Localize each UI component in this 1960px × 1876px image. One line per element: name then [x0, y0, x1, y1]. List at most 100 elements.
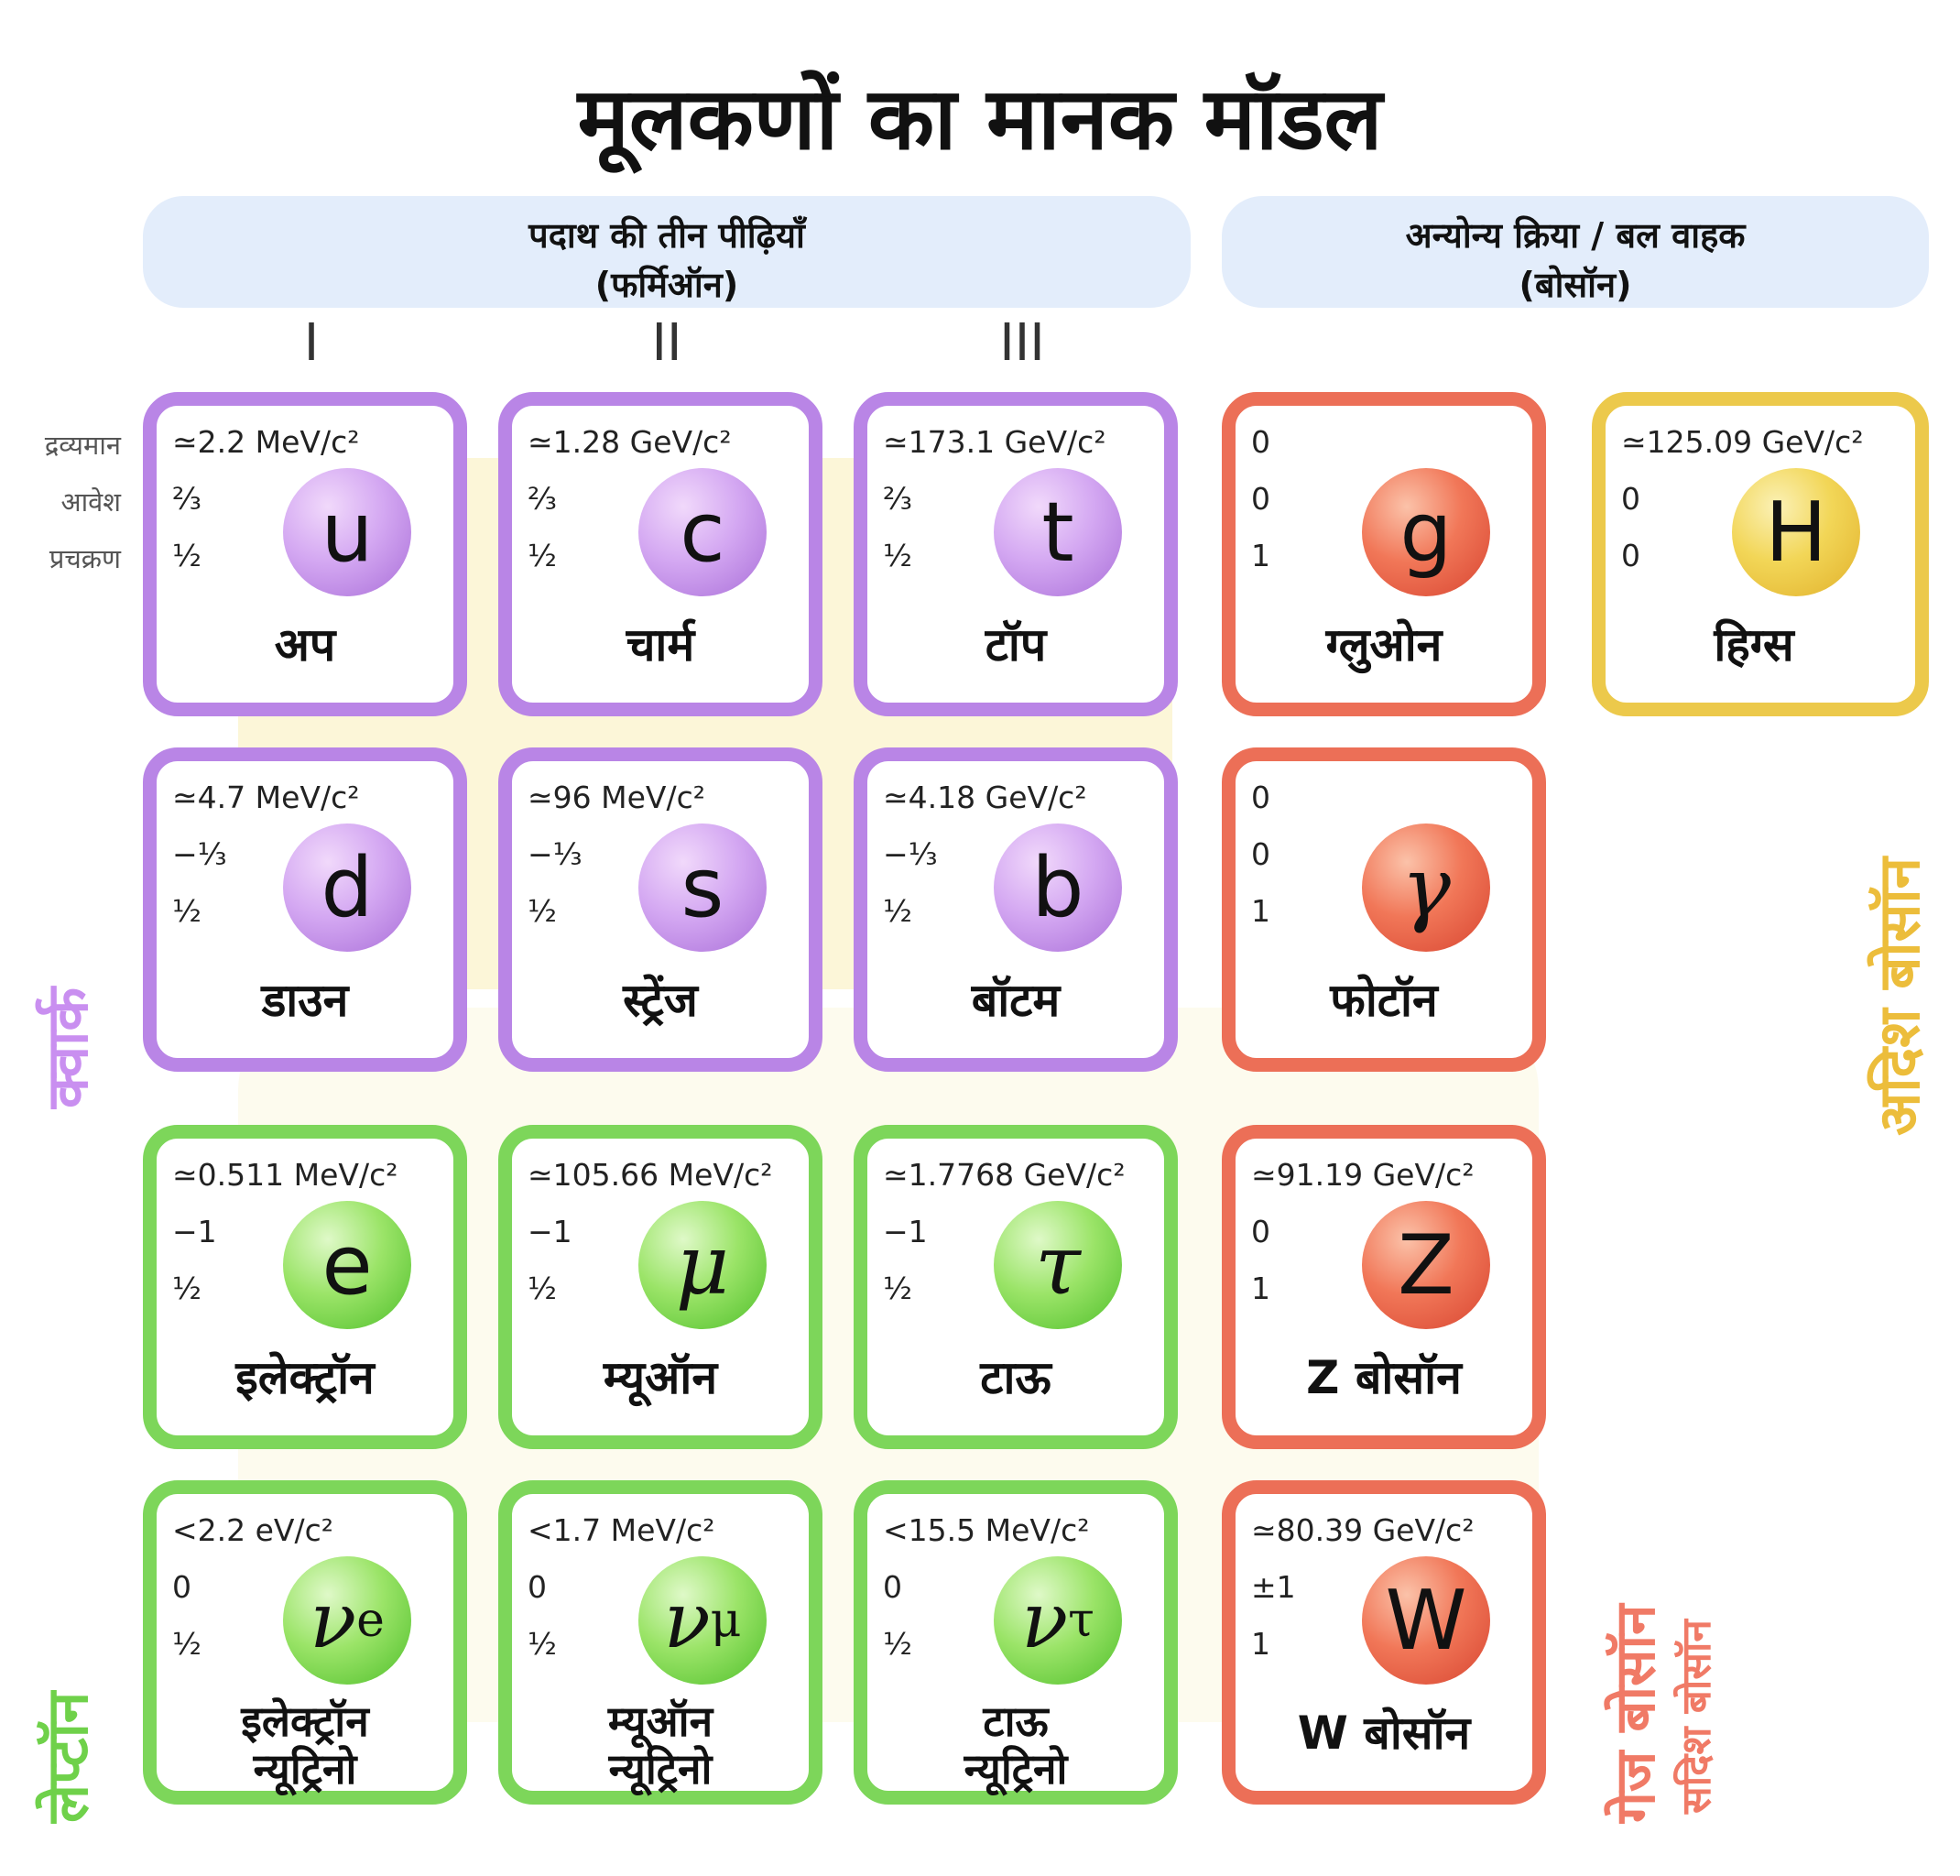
- particle-symbol: W: [1362, 1556, 1490, 1685]
- spin-value: ½: [172, 538, 201, 573]
- charge-value: −1: [528, 1214, 572, 1249]
- particle-symbol: Z: [1362, 1201, 1490, 1329]
- spin-row-label: प्रचक्रण: [49, 543, 121, 574]
- charge-value: ⅔: [883, 481, 912, 517]
- generation-1-label: I: [303, 313, 320, 373]
- charge-value: 0: [1621, 481, 1640, 517]
- spin-value: ½: [883, 893, 912, 929]
- spin-value: 1: [1251, 538, 1270, 573]
- mass-row-label: द्रव्यमान: [44, 430, 121, 461]
- spin-value: 0: [1621, 538, 1640, 573]
- page-title: मूलकणों का मानक मॉडल: [577, 70, 1383, 169]
- particle-name: म्यूऑन: [603, 1351, 718, 1404]
- particle-symbol: g: [1362, 468, 1490, 596]
- charge-value: 0: [883, 1569, 902, 1605]
- spin-value: ½: [172, 893, 201, 929]
- particle-name: Z बोसॉन: [1306, 1351, 1462, 1404]
- charge-value: 0: [1251, 836, 1270, 872]
- particle-name-line1: म्यूऑन: [607, 1696, 713, 1746]
- charge-value: ⅔: [528, 481, 557, 517]
- charge-value: ⅔: [172, 481, 201, 517]
- particle-name: टाऊ न्यूट्रिनो: [867, 1697, 1164, 1793]
- particle-card-z-boson[interactable]: ≃91.19 GeV/c² 0 1 Z Z बोसॉन: [1222, 1125, 1546, 1449]
- particle-card-strange[interactable]: ≃96 MeV/c² −⅓ ½ s स्ट्रेंज: [498, 747, 822, 1072]
- neutrino-subscript: τ: [1068, 1593, 1094, 1648]
- particle-symbol: c: [638, 468, 767, 596]
- particle-card-muon[interactable]: ≃105.66 MeV/c² −1 ½ μ म्यूऑन: [498, 1125, 822, 1449]
- fermions-header-line1: पदाथ की तीन पीढ़ियाँ: [528, 215, 805, 256]
- bosons-header-line1: अन्योन्य क्रिया / बल वाहक: [1405, 215, 1746, 256]
- mass-value: ≃173.1 GeV/c²: [883, 424, 1106, 460]
- particle-card-tau[interactable]: ≃1.7768 GeV/c² −1 ½ τ टाऊ: [854, 1125, 1178, 1449]
- particle-card-charm[interactable]: ≃1.28 GeV/c² ⅔ ½ c चार्म: [498, 392, 822, 716]
- spin-value: 1: [1251, 1271, 1270, 1306]
- spin-value: ½: [172, 1271, 201, 1306]
- mass-value: ≃1.7768 GeV/c²: [883, 1157, 1126, 1193]
- scalar-bosons-group-label: अदिश बोसॉन: [1866, 857, 1933, 1136]
- particle-card-w-boson[interactable]: ≃80.39 GeV/c² ±1 1 W W बोसॉन: [1222, 1480, 1546, 1805]
- charge-value: 0: [1251, 1214, 1270, 1249]
- particle-symbol: μ: [638, 1201, 767, 1329]
- spin-value: 1: [1251, 893, 1270, 929]
- mass-value: <2.2 eV/c²: [172, 1512, 333, 1548]
- bosons-header: अन्योन्य क्रिया / बल वाहक (बोसॉन): [1222, 196, 1929, 308]
- charge-value: 0: [172, 1569, 191, 1605]
- charge-value: 0: [1251, 481, 1270, 517]
- mass-value: 0: [1251, 780, 1270, 815]
- particle-name: फोटॉन: [1330, 974, 1438, 1027]
- particle-name-line1: टाऊ: [983, 1696, 1049, 1746]
- particle-card-bottom[interactable]: ≃4.18 GeV/c² −⅓ ½ b बॉटम: [854, 747, 1178, 1072]
- particle-card-gluon[interactable]: 0 0 1 g ग्लुओन: [1222, 392, 1546, 716]
- particle-card-up[interactable]: ≃2.2 MeV/c² ⅔ ½ u अप: [143, 392, 467, 716]
- particle-name: हिग्स: [1714, 618, 1794, 671]
- fermions-header-line2: (फर्मिऑन): [594, 265, 739, 305]
- spin-value: ½: [528, 893, 557, 929]
- spin-value: ½: [883, 1626, 912, 1662]
- mass-value: ≃4.7 MeV/c²: [172, 780, 360, 815]
- mass-value: 0: [1251, 424, 1270, 460]
- mass-value: ≃80.39 GeV/c²: [1251, 1512, 1475, 1548]
- charge-value: −⅓: [883, 836, 938, 872]
- particle-card-higgs[interactable]: ≃125.09 GeV/c² 0 0 H हिग्स: [1592, 392, 1929, 716]
- gauge-bosons-group-label: गेज बोसॉन: [1604, 1604, 1668, 1823]
- particle-symbol: H: [1732, 468, 1860, 596]
- particle-card-electron[interactable]: ≃0.511 MeV/c² −1 ½ e इलेक्ट्रॉन: [143, 1125, 467, 1449]
- neutrino-subscript: e: [356, 1593, 385, 1648]
- neutrino-nu: ν: [1021, 1576, 1069, 1665]
- particle-name: अप: [274, 618, 336, 671]
- mass-value: ≃0.511 MeV/c²: [172, 1157, 398, 1193]
- charge-row-label: आवेश: [60, 486, 121, 518]
- particle-card-top[interactable]: ≃173.1 GeV/c² ⅔ ½ t टॉप: [854, 392, 1178, 716]
- fermions-header: पदाथ की तीन पीढ़ियाँ (फर्मिऑन): [143, 196, 1191, 308]
- spin-value: 1: [1251, 1626, 1270, 1662]
- leptons-group-label: लेप्टॉन: [34, 1691, 101, 1823]
- particle-name-line2: न्यूट्रिनो: [964, 1744, 1068, 1794]
- charge-value: −⅓: [528, 836, 583, 872]
- generation-2-label: II: [651, 313, 682, 373]
- particle-symbol: e: [283, 1201, 411, 1329]
- particle-name-line2: न्यूट्रिनो: [253, 1744, 357, 1794]
- particle-name: स्ट्रेंज: [623, 974, 698, 1027]
- charge-value: 0: [528, 1569, 547, 1605]
- particle-name: टॉप: [985, 618, 1047, 671]
- charge-value: −1: [172, 1214, 217, 1249]
- mass-value: ≃96 MeV/c²: [528, 780, 705, 815]
- mass-value: ≃105.66 MeV/c²: [528, 1157, 773, 1193]
- spin-value: ½: [528, 1271, 557, 1306]
- particle-name-line1: इलेक्ट्रॉन: [241, 1696, 369, 1746]
- particle-symbol: u: [283, 468, 411, 596]
- particle-symbol: b: [994, 823, 1122, 952]
- particle-card-photon[interactable]: 0 0 1 γ फोटॉन: [1222, 747, 1546, 1072]
- charge-value: −⅓: [172, 836, 227, 872]
- charge-value: −1: [883, 1214, 928, 1249]
- particle-symbol: d: [283, 823, 411, 952]
- particle-name: इलेक्ट्रॉन: [235, 1351, 375, 1404]
- particle-symbol: τ: [994, 1201, 1122, 1329]
- particle-card-down[interactable]: ≃4.7 MeV/c² −⅓ ½ d डाउन: [143, 747, 467, 1072]
